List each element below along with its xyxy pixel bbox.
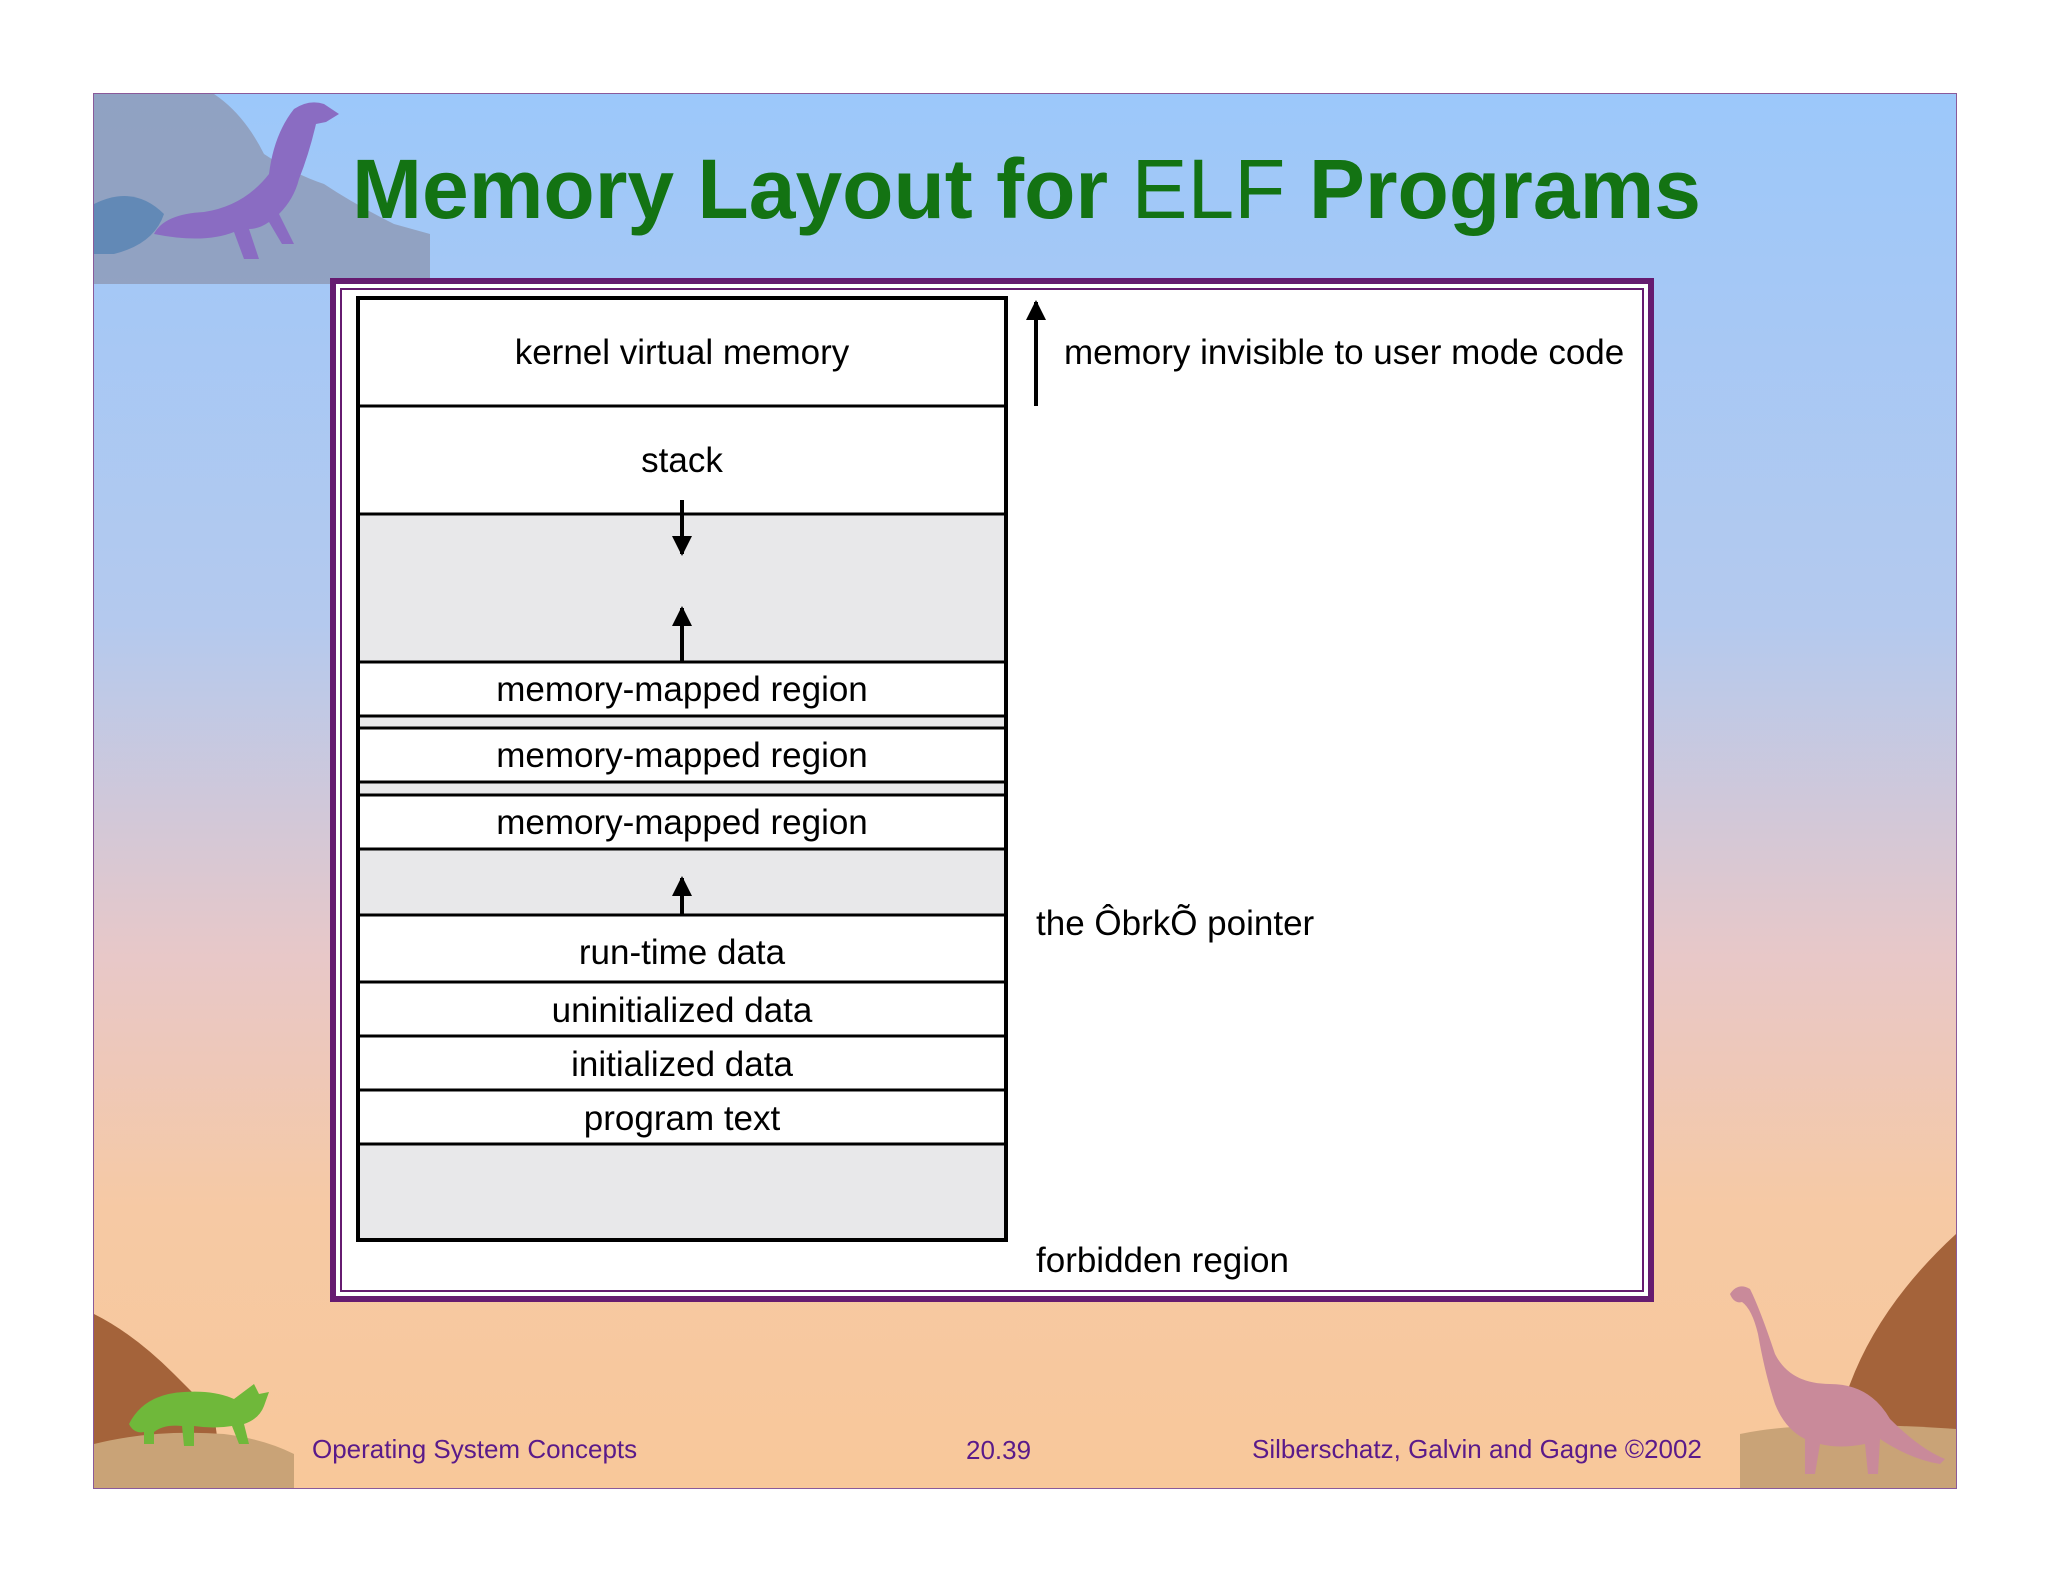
uninit-label: uninitialized data xyxy=(552,991,813,1030)
mmap-box-2 xyxy=(356,726,1008,784)
brontosaurus-decoration xyxy=(1730,1234,1956,1488)
mmap-box-3 xyxy=(356,793,1008,851)
title-part-1: Memory Layout for xyxy=(352,142,1109,236)
forbidden-region-box xyxy=(356,1130,1008,1242)
invisible-annotation: memory invisible to user mode code xyxy=(1064,333,1624,372)
brontosaurus-icon xyxy=(1730,1286,1945,1474)
rock-highlight xyxy=(94,196,164,254)
slide-title: Memory Layout for ELF Programs xyxy=(352,134,1852,244)
memory-layout-diagram: kernel virtual memory stack memory-mappe… xyxy=(356,296,1624,1280)
text-label: program text xyxy=(584,1099,781,1138)
outer-box xyxy=(356,296,1008,1242)
mmap-label-3: memory-mapped region xyxy=(496,803,868,842)
footer-right: Silberschatz, Galvin and Gagne ©2002 xyxy=(1252,1434,1702,1464)
triceratops-decoration xyxy=(94,1314,294,1488)
runtime-label: run-time data xyxy=(579,933,786,972)
stack-label: stack xyxy=(641,441,723,480)
footer-page-number: 20.39 xyxy=(966,1435,1032,1465)
mmap-label-2: memory-mapped region xyxy=(496,736,868,775)
trex-icon xyxy=(154,102,339,259)
init-box xyxy=(356,1034,1008,1092)
diagram-inner-border xyxy=(340,288,1644,1292)
triceratops-icon xyxy=(129,1384,269,1446)
diagram-frame: kernel virtual memory stack memory-mappe… xyxy=(330,278,1654,1302)
title-part-2: ELF xyxy=(1131,142,1286,236)
title-part-3: Programs xyxy=(1308,142,1701,236)
trex-decoration xyxy=(94,94,430,284)
init-label: initialized data xyxy=(571,1045,793,1084)
slide: Memory Layout for ELF Programs xyxy=(93,93,1957,1489)
kernel-label: kernel virtual memory xyxy=(515,333,850,372)
mmap-label-1: memory-mapped region xyxy=(496,670,868,709)
forbidden-annotation: forbidden region xyxy=(1036,1241,1289,1280)
brk-annotation: the ÔbrkÕ pointer xyxy=(1036,903,1315,943)
ground xyxy=(94,1432,294,1488)
footer-left: Operating System Concepts xyxy=(312,1434,638,1464)
